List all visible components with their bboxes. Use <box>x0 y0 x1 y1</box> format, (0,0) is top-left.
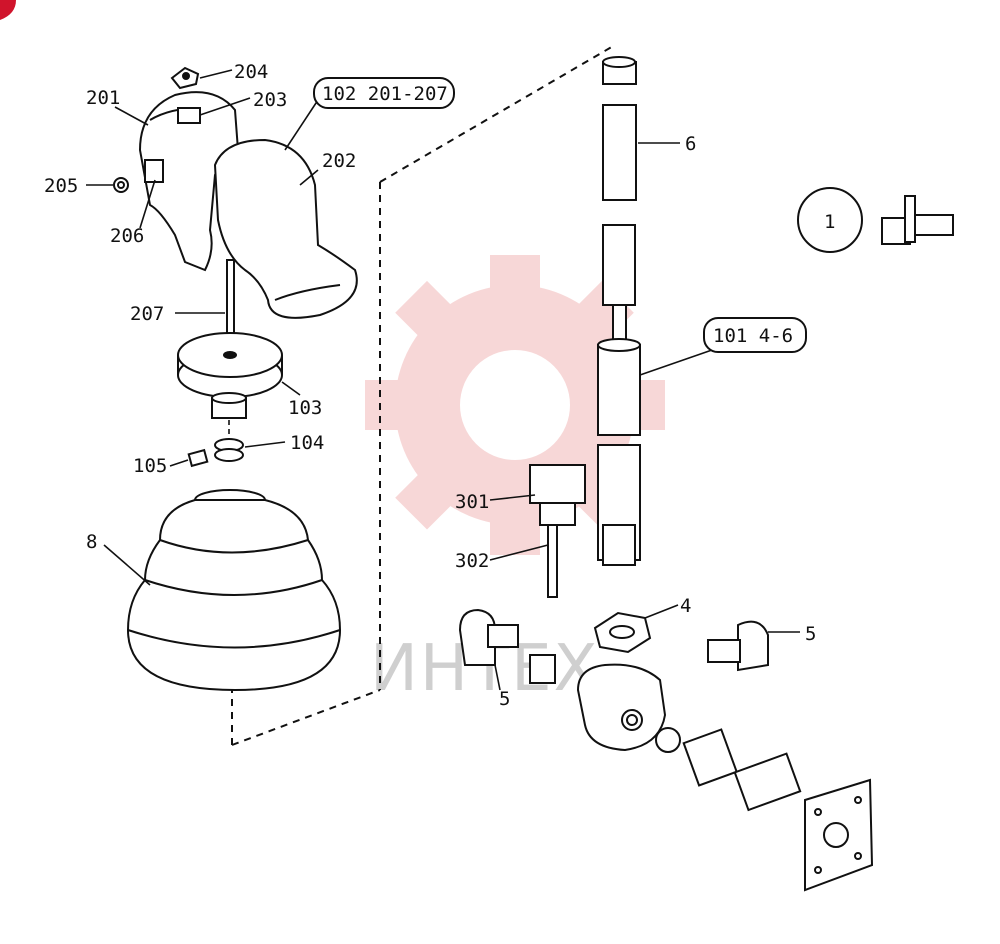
leader-lines-right <box>489 142 800 691</box>
callout-101: 101 4-6 <box>713 325 793 347</box>
callout-204: 204 <box>234 61 268 83</box>
callout-207: 207 <box>130 303 164 325</box>
callout-4: 4 <box>680 595 691 617</box>
callout-302: 302 <box>455 550 489 572</box>
callout-201: 201 <box>86 87 120 109</box>
callout-205: 205 <box>44 175 78 197</box>
callout-102: 102 201-207 <box>322 83 448 105</box>
assembly-boundary <box>379 44 616 183</box>
callout-8: 8 <box>86 531 97 553</box>
callout-6: 6 <box>685 133 696 155</box>
callout-103: 103 <box>288 397 322 419</box>
callout-203: 203 <box>253 89 287 111</box>
shaft-assembly <box>458 56 954 892</box>
callout-206: 206 <box>110 225 144 247</box>
handle-assembly <box>113 66 358 692</box>
callout-frame-102 <box>313 77 455 109</box>
callout-1: 1 <box>824 211 835 233</box>
callout-301: 301 <box>455 491 489 513</box>
callout-202: 202 <box>322 150 356 172</box>
callout-104: 104 <box>290 432 324 454</box>
corner-badge <box>0 0 16 20</box>
callout-5-left: 5 <box>499 688 510 710</box>
callout-frame-101 <box>703 317 807 353</box>
callout-105: 105 <box>133 455 167 477</box>
callout-5-right: 5 <box>805 623 816 645</box>
leader-lines-left <box>86 69 319 586</box>
